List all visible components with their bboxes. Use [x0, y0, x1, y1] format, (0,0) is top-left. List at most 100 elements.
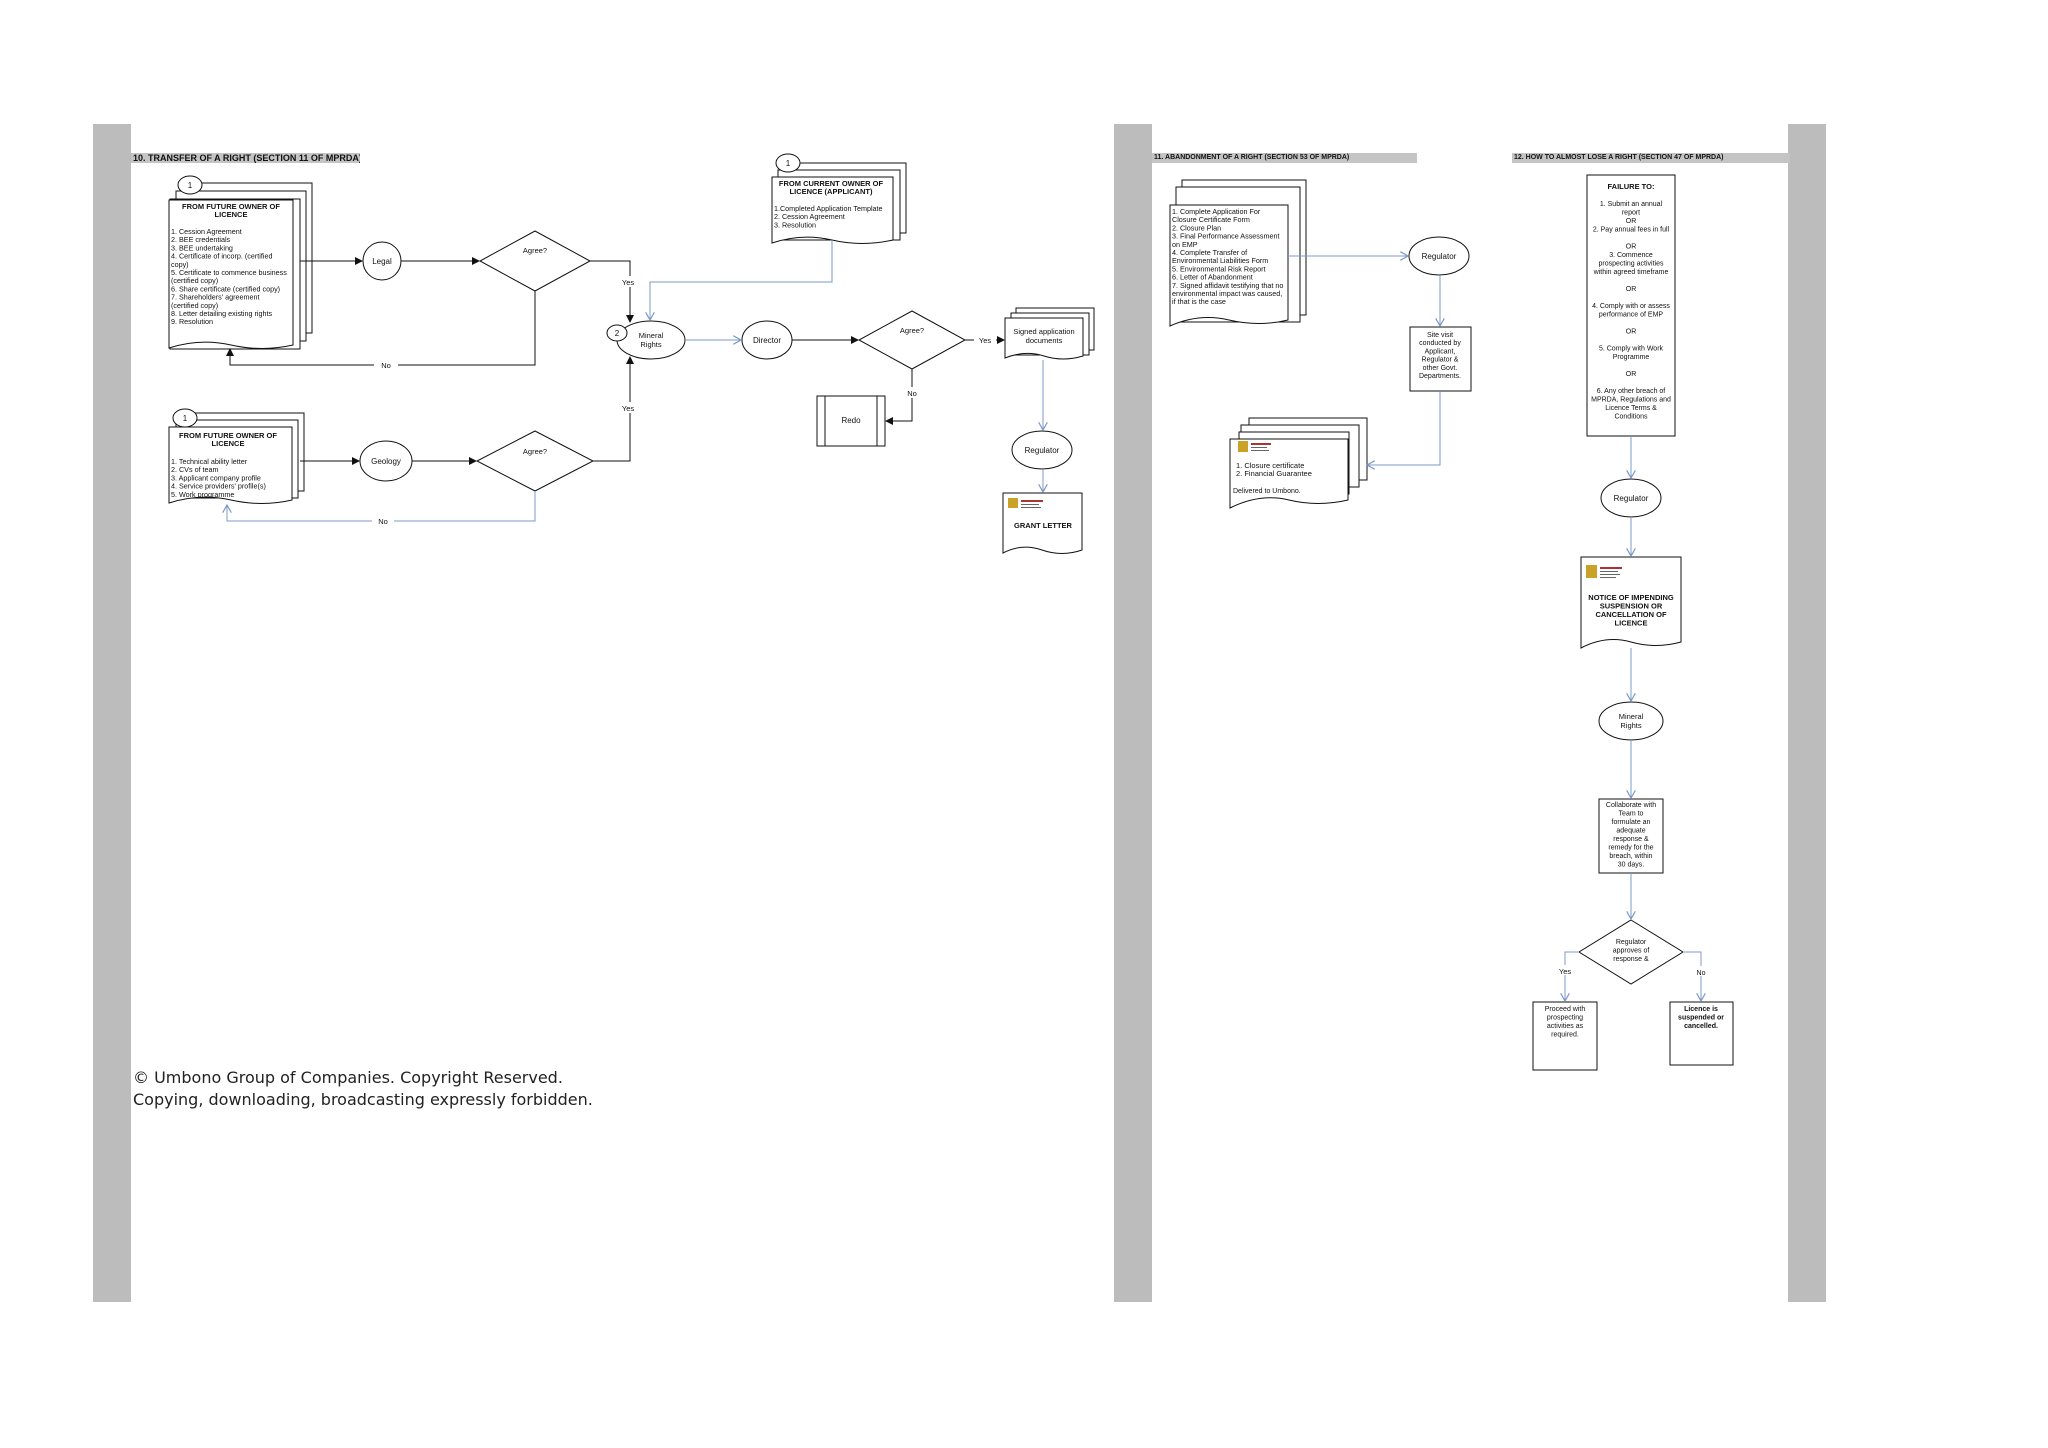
page-right-bar: [1788, 124, 1826, 1302]
closure-line: 2. Financial Guarantee: [1236, 469, 1312, 478]
geology-label: Geology: [371, 457, 401, 466]
doc-line: 2. BEE credentials: [171, 235, 231, 244]
doc-line: Closure Certificate Form: [1172, 215, 1250, 224]
failure-item: 5. Comply with Work: [1599, 346, 1664, 353]
signed-docs: Signed application documents: [1004, 307, 1095, 360]
doc-current-owner: 1 FROM CURRENT OWNER OF LICENCE (APPLICA…: [771, 153, 907, 244]
doc-line: 3. Final Performance Assessment: [1172, 232, 1279, 241]
section-11-title: 11. ABANDONMENT OF A RIGHT (SECTION 53 O…: [1152, 153, 1417, 163]
failure-item: within agreed timeframe: [1593, 269, 1669, 276]
badge-number: 1: [786, 159, 791, 168]
doc-line: 7. Shareholders' agreement: [171, 293, 259, 302]
proceed-box: [1532, 1001, 1598, 1071]
doc-line: 3. Applicant company profile: [171, 473, 261, 482]
approves-line: response &: [1613, 956, 1649, 963]
doc-title: LICENCE: [215, 210, 248, 219]
failure-item: OR: [1626, 329, 1637, 336]
proceed-line: required.: [1551, 1032, 1579, 1039]
failure-item: 2. Pay annual fees in full: [1593, 227, 1670, 234]
doc-line: 4. Certificate of incorp. (certified: [171, 252, 272, 261]
collaborate-line: 30 days.: [1618, 862, 1645, 869]
doc-future-owner-1: 1 FROM FUTURE OWNER OF LICENCE 1. Cessio…: [168, 175, 313, 350]
badge-circle: [177, 175, 203, 195]
notice-line: LICENCE: [1615, 619, 1648, 628]
failure-item: 6. Any other breach of: [1597, 388, 1666, 395]
failure-item: OR: [1626, 286, 1637, 293]
site-visit-box: [1409, 326, 1472, 392]
agree-diamond-1: [478, 230, 592, 292]
doc-line: 3. Resolution: [774, 220, 816, 229]
doc-line: 1. Cession Agreement: [171, 227, 242, 236]
suspended-box: [1669, 1001, 1734, 1066]
failure-item: performance of EMP: [1599, 312, 1664, 319]
no-label: No: [907, 389, 917, 398]
badge-number: 2: [615, 329, 620, 338]
doc-line: Environmental Liabilities Form: [1172, 256, 1268, 265]
regulator-label: Regulator: [1614, 494, 1649, 503]
notice-line: CANCELLATION OF: [1595, 610, 1667, 619]
collaborate-line: remedy for the: [1608, 845, 1653, 852]
yes-label: Yes: [622, 278, 634, 287]
doc-line: 4. Complete Transfer of: [1172, 248, 1247, 257]
proceed-line: prospecting: [1547, 1015, 1583, 1022]
badge-number: 1: [188, 181, 193, 190]
regulator-node: [1408, 236, 1470, 276]
doc-line: 2. Closure Plan: [1172, 223, 1221, 232]
failure-item: Programme: [1613, 354, 1650, 361]
signed-label: Signed application: [1013, 327, 1074, 336]
doc-line: 1.Completed Application Template: [774, 204, 883, 213]
doc-future-owner-2: 1 FROM FUTURE OWNER OF LICENCE 1. Techni…: [168, 408, 305, 504]
doc-title: LICENCE: [212, 439, 245, 448]
failure-item: MPRDA, Regulations and: [1591, 397, 1671, 404]
doc-line: if that is the case: [1172, 297, 1226, 306]
approves-diamond: [1578, 919, 1684, 985]
copyright-line-1: © Umbono Group of Companies. Copyright R…: [133, 1068, 563, 1087]
yes-label: Yes: [1559, 967, 1571, 976]
doc-title: LICENCE (APPLICANT): [790, 187, 873, 196]
approves-line: Regulator: [1616, 939, 1647, 946]
legal-label: Legal: [372, 257, 392, 266]
agree-diamond-3: [857, 310, 967, 370]
failure-item: 3. Commence: [1609, 252, 1653, 259]
failure-item: 4. Comply with or assess: [1592, 303, 1670, 310]
redo-label: Redo: [841, 416, 861, 425]
mineral-label: Rights: [640, 340, 662, 349]
failure-item: OR: [1626, 218, 1637, 225]
collaborate-line: breach, within: [1609, 853, 1652, 860]
section-12-title: 12. HOW TO ALMOST LOSE A RIGHT (SECTION …: [1512, 153, 1790, 163]
site-visit-line: conducted by: [1419, 340, 1461, 347]
page-left-bar: [93, 124, 131, 1302]
doc-line: 8. Letter detailing existing rights: [171, 309, 272, 318]
regulator-node: [1011, 430, 1073, 470]
doc-title: FROM FUTURE OWNER OF: [182, 202, 280, 211]
doc-title: FROM FUTURE OWNER OF: [179, 431, 277, 440]
collaborate-line: Team to: [1619, 811, 1644, 818]
collaborate-line: response &: [1613, 836, 1649, 843]
doc-line: (certified copy): [171, 301, 218, 310]
doc-line: 1. Technical ability letter: [171, 457, 248, 466]
doc-line: 7. Signed affidavit testifying that no: [1172, 281, 1283, 290]
notice-line: NOTICE OF IMPENDING: [1588, 593, 1674, 602]
doc-line: 3. BEE undertaking: [171, 243, 233, 252]
proceed-line: activities as: [1547, 1023, 1584, 1030]
doc-line: 5. Work programme: [171, 490, 234, 499]
doc-line: copy): [171, 260, 189, 269]
agree-label: Agree?: [523, 246, 547, 255]
doc-line: 9. Resolution: [171, 317, 213, 326]
badge-number: 1: [183, 414, 188, 423]
no-label: No: [378, 517, 388, 526]
notice-line: SUSPENSION OR: [1600, 602, 1663, 611]
closure-line: 1. Closure certificate: [1236, 461, 1304, 470]
copyright-line-2: Copying, downloading, broadcasting expre…: [133, 1090, 593, 1109]
delivered-label: Delivered to Umbono.: [1233, 488, 1301, 495]
